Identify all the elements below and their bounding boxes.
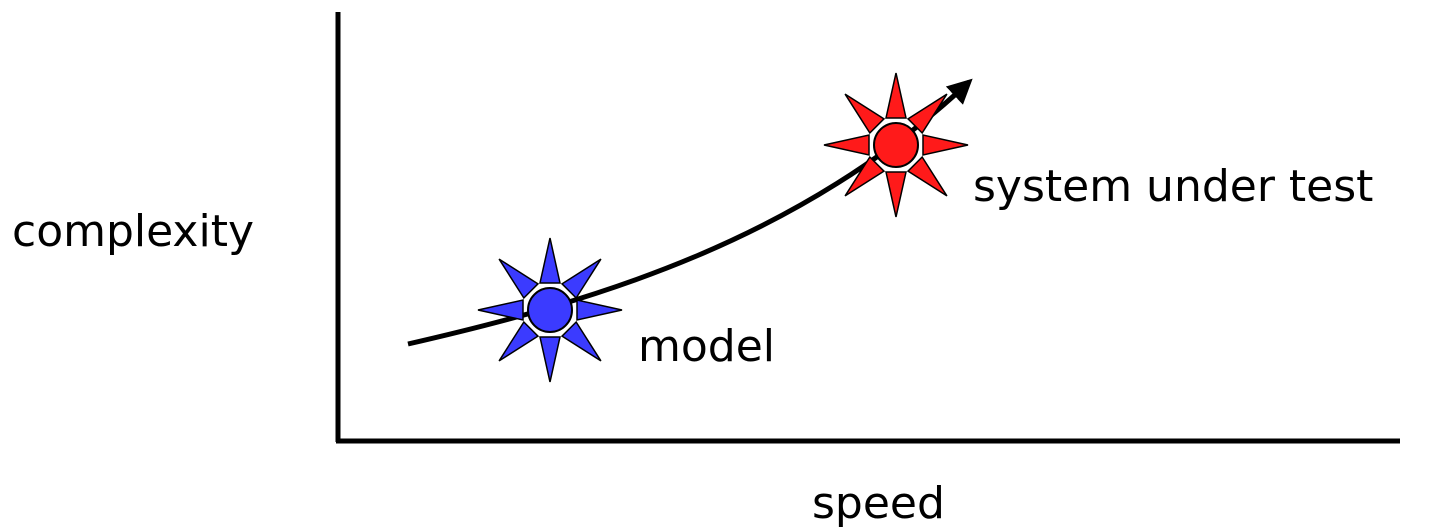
starburst-core xyxy=(527,287,573,333)
starburst-ray xyxy=(560,258,602,300)
starburst-ray xyxy=(823,134,870,156)
starburst-core xyxy=(873,122,919,168)
starburst-ray xyxy=(539,237,561,284)
starburst-ray xyxy=(498,258,540,300)
starburst-ray xyxy=(844,155,886,197)
starburst-ray xyxy=(560,320,602,362)
trend-curve xyxy=(407,78,973,347)
x-axis-label: speed xyxy=(812,478,945,529)
starburst-ray xyxy=(885,171,907,218)
starburst-ray xyxy=(576,299,623,321)
starburst-ray xyxy=(885,72,907,119)
starburst-icon xyxy=(823,72,969,218)
y-axis-label: complexity xyxy=(12,206,254,257)
system-under-test-label: system under test xyxy=(973,161,1373,212)
starburst-ray xyxy=(922,134,969,156)
starburst-ray xyxy=(477,299,524,321)
starburst-ray xyxy=(906,93,948,135)
starburst-ray xyxy=(906,155,948,197)
starburst-ray xyxy=(539,336,561,383)
model-label: model xyxy=(638,321,775,372)
starburst-ray xyxy=(844,93,886,135)
starburst-ray xyxy=(498,320,540,362)
starburst-icon xyxy=(477,237,623,383)
